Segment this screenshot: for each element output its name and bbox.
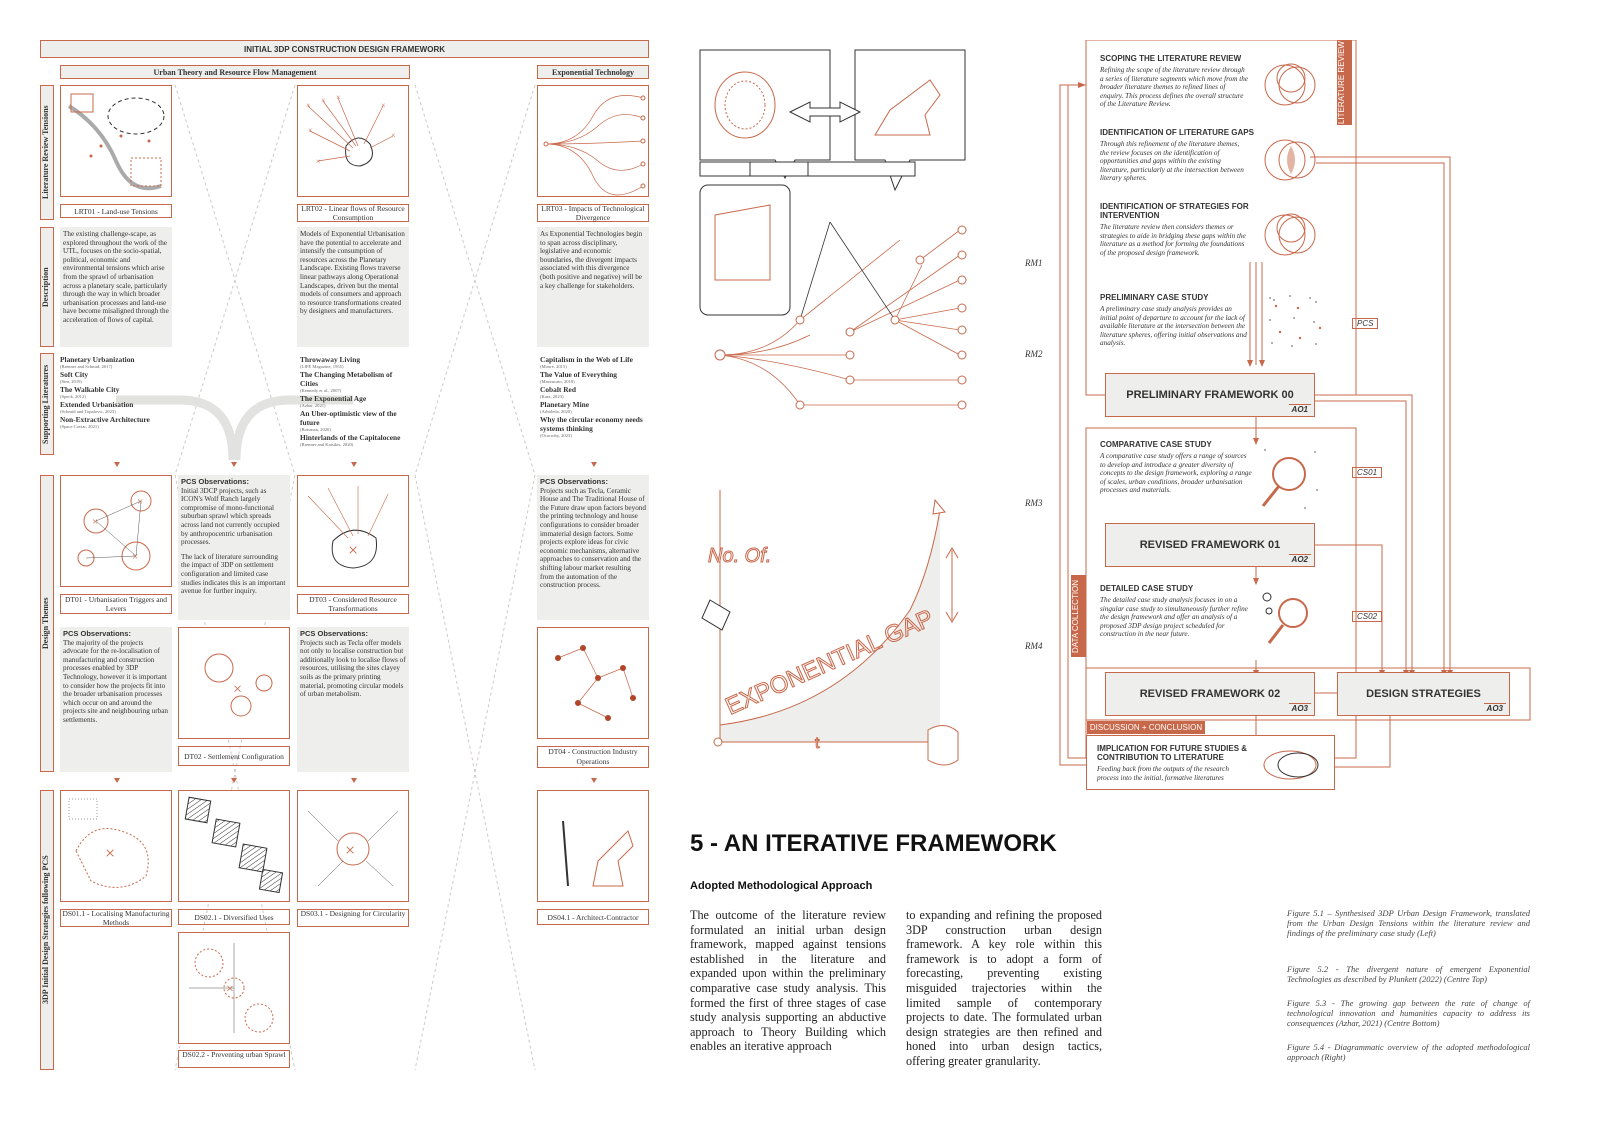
ds02-1-label: DS02.1 - Diversified Uses (178, 909, 290, 925)
pcs-observations-settlement: PCS Observations:Initial 3DCP projects, … (178, 475, 290, 620)
magnifier-icon (1261, 449, 1318, 509)
methodology-flow-lines (1059, 40, 1531, 768)
pcs-observations-circularity: PCS Observations:Projects such as Tecla … (297, 627, 409, 772)
tag-data-collection: DATA COLLECTION (1071, 575, 1086, 657)
literature-col3: Capitalism in the Web of Life(Moore, 201… (540, 355, 643, 438)
caption-figure-5-3: Figure 5.3 - The growing gap between the… (1287, 998, 1530, 1028)
dt02-diagram: × (178, 627, 290, 739)
rm1-label: RM1 (1025, 258, 1043, 268)
literature-col2: Throwaway Living(LIFE Magazine, 1955) Th… (300, 355, 401, 447)
svg-text:×: × (105, 843, 115, 863)
ds03-label: DS03.1 - Designing for Circularity (297, 909, 409, 927)
svg-text:×: × (381, 101, 386, 110)
divergence-diagram (699, 49, 967, 410)
chart-y-axis-label: No. Of. (708, 545, 771, 567)
svg-text:×: × (137, 496, 143, 508)
exponential-gap-chart: No. Of. t EXPONENTIAL GAP (701, 490, 959, 766)
svg-text:×: × (316, 157, 321, 166)
pcs-grid-icon (1269, 295, 1322, 347)
pcs-observations-industry: PCS Observations:Projects such as Tecla,… (537, 475, 649, 620)
caption-figure-5-2: Figure 5.2 - The divergent nature of eme… (1287, 964, 1530, 984)
detailed-magnifier-icon (1262, 592, 1308, 644)
dt04-label: DT04 - Construction Industry Operations (537, 746, 649, 768)
stage-literature-gaps: IDENTIFICATION OF LITERATURE GAPS Throug… (1100, 128, 1254, 183)
tag-discussion-conclusion: DISCUSSION + CONCLUSION (1087, 721, 1205, 734)
section-subheading: Adopted Methodological Approach (690, 880, 873, 892)
dt01-label: DT01 - Urbanisation Triggers and Levers (60, 594, 172, 614)
lrt03-diagram (537, 85, 649, 197)
stage-implications: IMPLICATION FOR FUTURE STUDIES & CONTRIB… (1086, 735, 1335, 790)
dt04-diagram (537, 627, 649, 739)
stage-detailed-case-study: DETAILED CASE STUDY The detailed case st… (1100, 584, 1248, 639)
tag-pcs: PCS (1352, 318, 1379, 329)
column-header-urban: Urban Theory and Resource Flow Managemen… (60, 65, 410, 79)
rm3-label: RM3 (1025, 498, 1043, 508)
ds01-label: DS01.1 - Localising Manufacturing Method… (60, 909, 172, 927)
body-paragraph-1: The outcome of the literature review for… (690, 908, 886, 1054)
ds03-diagram: × (297, 790, 409, 902)
dt03-label: DT03 - Considered Resource Transformatio… (297, 594, 409, 614)
svg-text:×: × (308, 126, 313, 135)
lrt01-label: LRT01 - Land-use Tensions (60, 204, 172, 218)
stage-preliminary-case-study: PRELIMINARY CASE STUDY A preliminary cas… (1100, 293, 1247, 348)
chart-x-axis-label: t (815, 735, 820, 752)
description-col1: The existing challenge-scape, as explore… (60, 227, 172, 347)
feedback-loop-icon (1263, 750, 1319, 780)
lrt01-diagram (60, 85, 172, 197)
ds02-1-diagram (178, 790, 290, 902)
literature-venn-icons (1264, 63, 1316, 256)
dt01-diagram: × × × (60, 475, 172, 587)
svg-text:×: × (92, 516, 98, 528)
description-col2: Models of Exponential Urbanisation have … (297, 227, 409, 347)
column-header-exponential: Exponential Technology (537, 65, 649, 79)
tag-cs02: CS02 (1352, 611, 1383, 622)
ds02-2-diagram: × (178, 932, 290, 1044)
ds04-label: DS04.1 - Architect-Contractor (537, 909, 649, 925)
svg-text:×: × (306, 101, 311, 110)
caption-figure-5-4: Figure 5.4 - Diagrammatic overview of th… (1287, 1042, 1530, 1062)
svg-text:×: × (321, 96, 326, 105)
svg-text:×: × (233, 681, 242, 698)
caption-figure-5-1: Figure 5.1 – Synthesised 3DP Urban Desig… (1287, 908, 1530, 938)
tag-cs01: CS01 (1352, 467, 1383, 478)
tag-literature-review: LITERATURE REVIEW (1337, 40, 1352, 125)
svg-text:×: × (348, 540, 358, 560)
stage-scoping: SCOPING THE LITERATURE REVIEW Refining t… (1100, 54, 1248, 109)
dt02-label: DT02 - Settlement Configuration (178, 746, 290, 766)
svg-text:×: × (132, 551, 138, 563)
svg-text:×: × (391, 131, 396, 140)
rm2-label: RM2 (1025, 349, 1043, 359)
description-col3: As Exponential Technologies begin to spa… (537, 227, 649, 347)
ds02-2-label: DS02.2 - Preventing urban Sprawl (178, 1050, 290, 1068)
page-heading: 5 - AN ITERATIVE FRAMEWORK (690, 830, 1057, 857)
body-paragraph-2: to expanding and refining the proposed 3… (906, 908, 1102, 1068)
stage-comparative-case-study: COMPARATIVE CASE STUDY A comparative cas… (1100, 440, 1252, 495)
ds04-diagram (537, 790, 649, 902)
stage-strategies: IDENTIFICATION OF STRATEGIES FOR INTERVE… (1100, 202, 1249, 257)
rm4-label: RM4 (1025, 641, 1043, 651)
svg-text:×: × (345, 840, 355, 860)
dt03-diagram: × (297, 475, 409, 587)
ds01-diagram: × (60, 790, 172, 902)
pcs-observations-localisation: PCS Observations:The majority of the pro… (60, 627, 172, 772)
literature-col1: Planetary Urbanization(Brenner and Schmi… (60, 355, 150, 429)
svg-text:×: × (226, 982, 234, 997)
lrt02-label: LRT02 - Linear flows of Resource Consump… (297, 204, 409, 222)
svg-text:×: × (336, 93, 341, 102)
framework-title: INITIAL 3DP CONSTRUCTION DESIGN FRAMEWOR… (40, 40, 649, 58)
lrt02-diagram: × × × × × × × (297, 85, 409, 197)
lrt03-label: LRT03 - Impacts of Technological Diverge… (537, 204, 649, 222)
